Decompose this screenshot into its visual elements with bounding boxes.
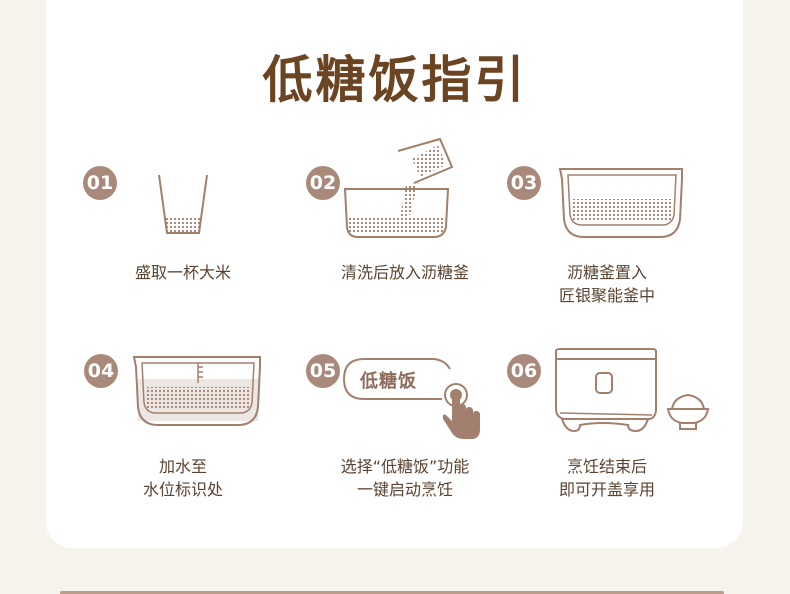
rice-cup-icon bbox=[158, 174, 208, 234]
rice-cooker-icon bbox=[555, 348, 657, 433]
basket-in-pot-icon bbox=[558, 168, 683, 238]
step-number-badge: 01 bbox=[83, 166, 117, 200]
step-02: 02 清洗后放入沥糖釜 bbox=[290, 137, 520, 335]
step-06: 06 烹饪结束后 即可开盖享用 bbox=[492, 348, 722, 523]
step-05: 05 低糖饭 选择“低糖饭”功能 一键启动烹饪 bbox=[290, 353, 520, 523]
step-caption: 盛取一杯大米 bbox=[134, 263, 231, 282]
guide-card bbox=[46, 0, 743, 548]
step-number-badge: 05 bbox=[306, 354, 340, 388]
low-sugar-button-label: 低糖饭 bbox=[360, 371, 417, 392]
press-button-icon bbox=[442, 383, 480, 439]
step-number-badge: 04 bbox=[84, 354, 118, 388]
low-sugar-button-outline bbox=[342, 358, 451, 400]
step-number-badge: 06 bbox=[507, 354, 541, 388]
step-caption: 烹饪结束后 即可开盖享用 bbox=[558, 457, 655, 499]
step-01: 01 盛取一杯大米 bbox=[68, 165, 298, 335]
step-caption: 清洗后放入沥糖釜 bbox=[340, 263, 469, 282]
rice-bowl-icon bbox=[666, 393, 710, 430]
step-caption: 选择“低糖饭”功能 一键启动烹饪 bbox=[340, 457, 470, 499]
step-caption: 加水至 水位标识处 bbox=[142, 457, 223, 499]
pour-rice-into-basket-icon bbox=[343, 137, 454, 238]
step-number-badge: 03 bbox=[507, 166, 541, 200]
step-03: 03 沥糖釜置入 匠银聚能釜中 bbox=[492, 165, 722, 335]
next-section-edge bbox=[60, 591, 724, 594]
water-level-pot-icon bbox=[132, 356, 261, 426]
step-caption: 沥糖釜置入 匠银聚能釜中 bbox=[558, 263, 655, 305]
page-title: 低糖饭指引 bbox=[262, 51, 528, 109]
step-04: 04 加水至 水位标识处 bbox=[68, 353, 298, 523]
step-number-badge: 02 bbox=[306, 166, 340, 200]
